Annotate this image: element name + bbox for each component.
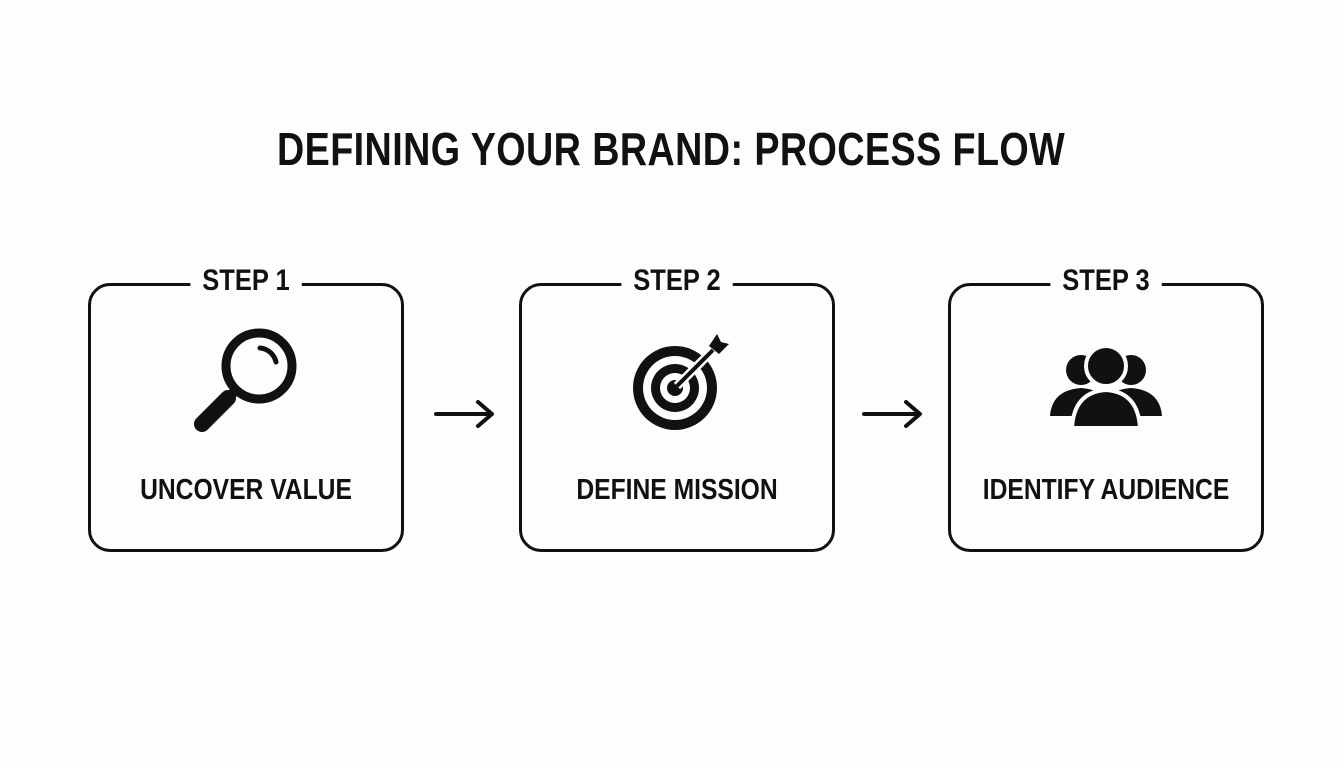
step-1-label: STEP 1 (190, 264, 302, 298)
step-2-label: STEP 2 (621, 264, 733, 298)
people-group-icon (1050, 344, 1162, 430)
step-1-text: UNCOVER VALUE (140, 474, 352, 506)
step-2-card: STEP 2 DEFINE MISSION (519, 264, 835, 552)
page-title: DEFINING YOUR BRAND: PROCESS FLOW (276, 123, 1066, 175)
magnifying-glass-icon (194, 328, 297, 432)
step-3-card: STEP 3 IDENTIFY AUDIENCE (948, 264, 1264, 552)
arrow-right-icon (434, 400, 494, 428)
step-3-label: STEP 3 (1050, 264, 1162, 298)
arrow-right-icon (862, 400, 922, 428)
step-2-text: DEFINE MISSION (576, 474, 778, 506)
target-arrow-icon (633, 334, 729, 430)
step-1-card: STEP 1 UNCOVER VALUE (88, 264, 404, 552)
step-3-text: IDENTIFY AUDIENCE (982, 474, 1230, 506)
